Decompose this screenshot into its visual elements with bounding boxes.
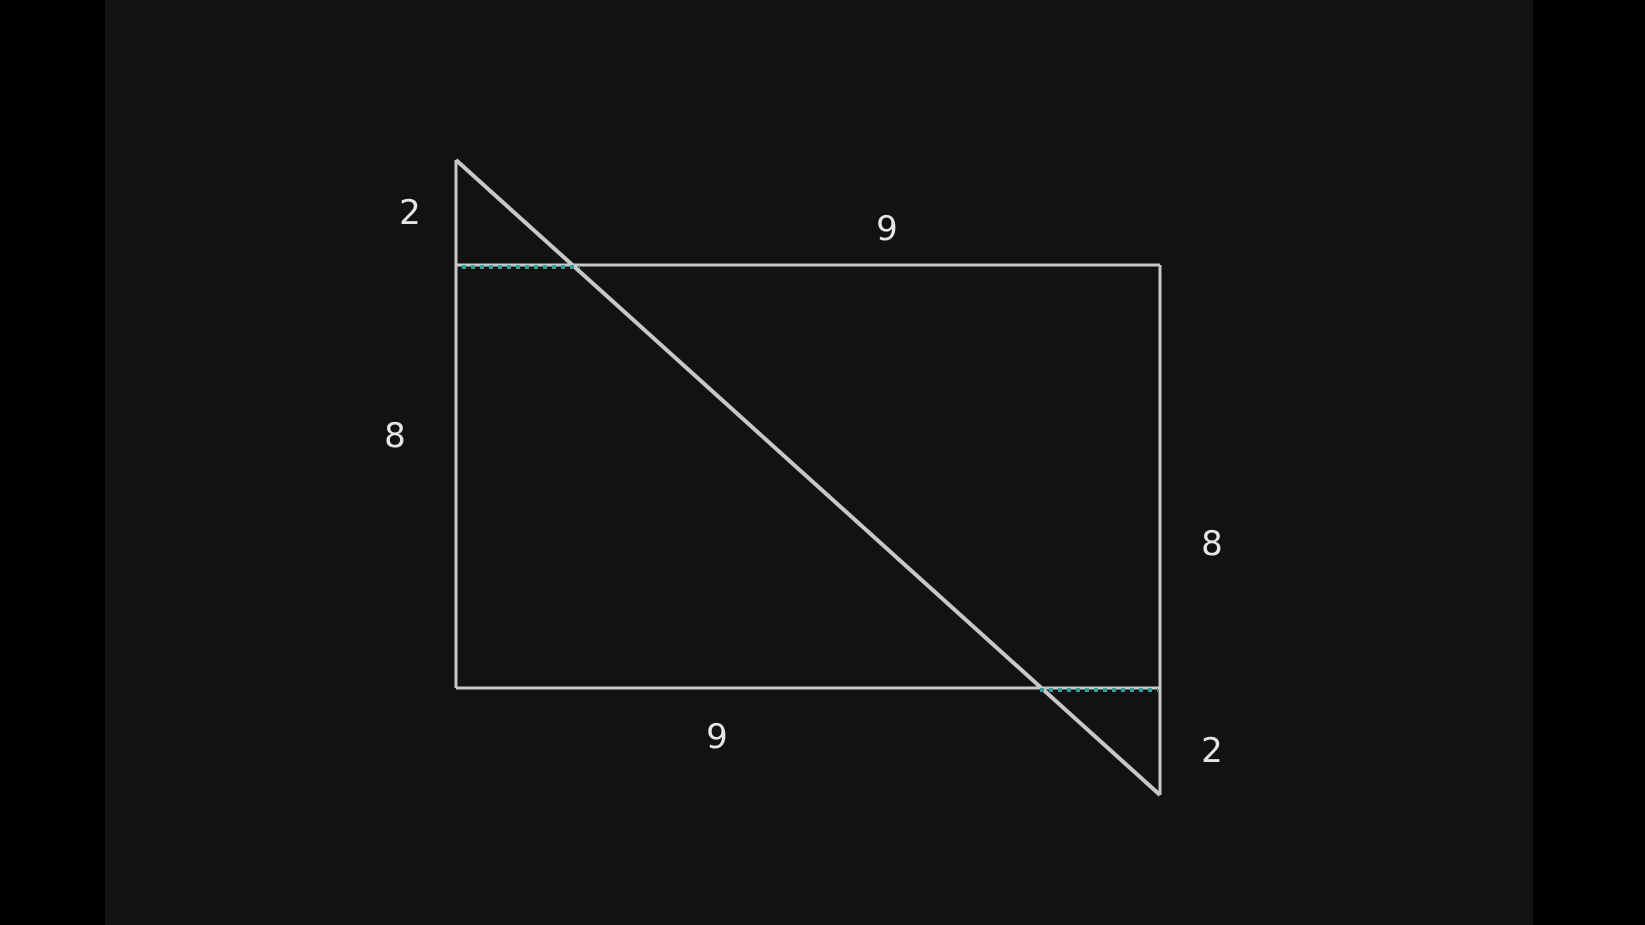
label-right-side: 8 — [1201, 524, 1223, 564]
label-left-side: 8 — [384, 416, 406, 456]
label-left-top: 2 — [399, 193, 421, 233]
label-bottom-edge: 9 — [706, 717, 728, 757]
label-right-bottom: 2 — [1201, 731, 1223, 771]
label-top-edge: 9 — [876, 209, 898, 249]
triangle-hypotenuse — [454, 158, 1162, 797]
diagram-panel — [105, 0, 1533, 925]
